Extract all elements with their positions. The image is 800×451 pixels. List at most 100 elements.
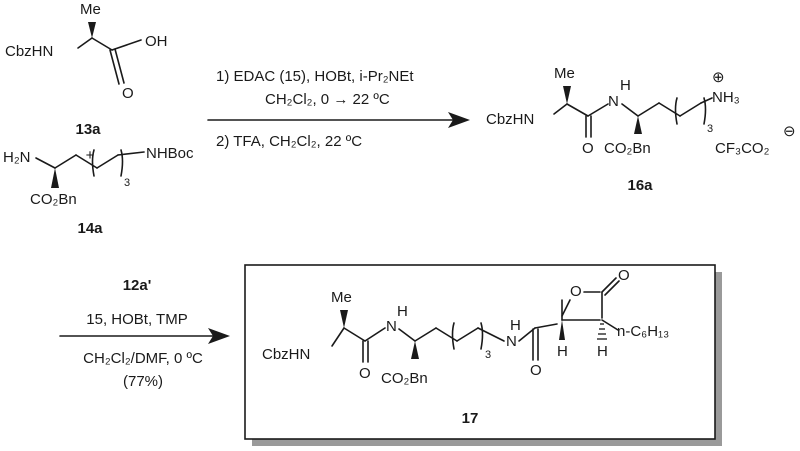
bond bbox=[96, 154, 119, 169]
ammonium-label: NH₃ bbox=[712, 89, 740, 106]
bond bbox=[679, 102, 702, 117]
bond bbox=[35, 157, 56, 169]
bond bbox=[435, 327, 458, 342]
step1-reagents: 1) EDAC (15), HOBt, i-Pr₂NEt bbox=[216, 68, 414, 85]
carbonyl-oxygen-label: O bbox=[530, 362, 542, 379]
bond bbox=[658, 102, 681, 117]
lactone-carbonyl-label: O bbox=[618, 267, 630, 284]
amide2-n-label: N bbox=[506, 333, 517, 350]
step2-reagents: 2) TFA, CH₂Cl₂, 22 ºC bbox=[216, 133, 362, 150]
methyl-label: Me bbox=[554, 65, 575, 82]
counterion-charge: ⊖ bbox=[783, 123, 796, 140]
compound-label-14a: 14a bbox=[77, 220, 103, 237]
bracket-left bbox=[451, 322, 455, 350]
stereo-wedge bbox=[411, 341, 419, 359]
amine-label: H₂N bbox=[3, 149, 31, 166]
bond bbox=[54, 154, 77, 169]
product-box: Me CbzHN O H N CO₂Bn 3 H N bbox=[244, 264, 722, 446]
stereo-wedge bbox=[51, 168, 59, 188]
methyl-label: Me bbox=[331, 289, 352, 306]
arrow-head bbox=[208, 328, 230, 344]
compound-16a: Me CbzHN O H N 3 ⊕ NH₃ CO₂Bn CF₃CO₂ ⊖ 16… bbox=[486, 65, 796, 194]
bracket-right bbox=[703, 97, 707, 125]
plus-sign: + bbox=[86, 147, 95, 164]
stereo-wedge bbox=[340, 310, 348, 328]
nhboc-label: NHBoc bbox=[146, 145, 194, 162]
carbonyl-oxygen-label: O bbox=[582, 140, 594, 157]
carbonyl-oxygen-label: O bbox=[122, 85, 134, 102]
cbz-amine-label: CbzHN bbox=[5, 43, 53, 60]
bond bbox=[534, 323, 558, 329]
bond bbox=[331, 327, 345, 347]
counterion-label: CF₃CO₂ bbox=[715, 140, 770, 157]
repeat-count: 3 bbox=[485, 349, 491, 361]
bond bbox=[601, 277, 617, 293]
reaction-arrow-2: 12a' 15, HOBt, TMP CH₂Cl₂/DMF, 0 ºC (77%… bbox=[59, 277, 230, 390]
bracket-left bbox=[674, 97, 678, 125]
stereo-wedge bbox=[88, 22, 96, 38]
compound-label-17: 17 bbox=[462, 410, 479, 427]
stereo-wedge bbox=[634, 116, 642, 134]
compound-label-16a: 16a bbox=[627, 177, 653, 194]
compound-17: Me CbzHN O H N CO₂Bn 3 H N bbox=[262, 267, 669, 387]
bond bbox=[398, 328, 416, 342]
bracket-right bbox=[480, 322, 484, 350]
cbz-amine-label: CbzHN bbox=[486, 111, 534, 128]
amide2-h-label: H bbox=[510, 317, 521, 334]
compound-13a: Me CbzHN OH O 13a bbox=[5, 1, 168, 138]
bond bbox=[111, 39, 142, 51]
bond bbox=[700, 97, 713, 104]
repeat-count: 3 bbox=[707, 123, 713, 135]
bond bbox=[109, 49, 120, 85]
stereo-wedge bbox=[563, 86, 571, 104]
amide-h-label: H bbox=[397, 303, 408, 320]
bond bbox=[637, 102, 660, 117]
compound-14a: H₂N 3 NHBoc CO₂Bn 14a bbox=[3, 145, 194, 237]
bond bbox=[587, 103, 609, 117]
box-frame bbox=[244, 264, 716, 440]
hydroxyl-label: OH bbox=[145, 33, 168, 50]
bond bbox=[561, 299, 571, 317]
bracket-right bbox=[120, 149, 124, 177]
hexyl-label: n-C₆H₁₃ bbox=[617, 323, 669, 340]
bond bbox=[77, 37, 93, 49]
bond bbox=[91, 37, 113, 51]
bond bbox=[553, 103, 568, 115]
compound-label-13a: 13a bbox=[75, 121, 101, 138]
repeat-count: 3 bbox=[124, 177, 130, 189]
ester-label: CO₂Bn bbox=[604, 140, 651, 157]
bond bbox=[414, 327, 437, 342]
ester-label: CO₂Bn bbox=[381, 370, 428, 387]
bond bbox=[456, 327, 479, 342]
step3-yield: (77%) bbox=[123, 373, 163, 390]
amide-n-label: N bbox=[608, 93, 619, 110]
step1-solvent: CH₂Cl₂, 0 → 22 ºC bbox=[265, 91, 390, 108]
bond bbox=[114, 48, 125, 84]
ring-h-label-1: H bbox=[557, 343, 568, 360]
step3-solvent: CH₂Cl₂/DMF, 0 ºC bbox=[83, 350, 203, 367]
reaction-arrow-1: 1) EDAC (15), HOBt, i-Pr₂NEt CH₂Cl₂, 0 →… bbox=[207, 68, 470, 150]
arrow-head bbox=[448, 112, 470, 128]
bracket-left bbox=[91, 149, 95, 177]
bond bbox=[364, 327, 386, 342]
bond bbox=[621, 103, 639, 117]
bond bbox=[601, 319, 619, 331]
ring-oxygen-label: O bbox=[570, 283, 582, 300]
ring-h-label-2: H bbox=[597, 343, 608, 360]
amide-n-label: N bbox=[386, 318, 397, 335]
step3-reagent-1: 12a' bbox=[123, 277, 152, 294]
ammonium-charge: ⊕ bbox=[712, 69, 725, 86]
step3-reagent-2: 15, HOBt, TMP bbox=[86, 311, 187, 328]
bond bbox=[343, 327, 366, 342]
bond bbox=[604, 280, 620, 296]
methyl-label: Me bbox=[80, 1, 101, 18]
cbz-amine-label: CbzHN bbox=[262, 346, 310, 363]
stereo-wedge bbox=[559, 320, 565, 340]
carbonyl-oxygen-label: O bbox=[359, 365, 371, 382]
amide-h-label: H bbox=[620, 77, 631, 94]
bond bbox=[75, 154, 98, 169]
ester-label: CO₂Bn bbox=[30, 191, 77, 208]
bond bbox=[566, 103, 589, 117]
